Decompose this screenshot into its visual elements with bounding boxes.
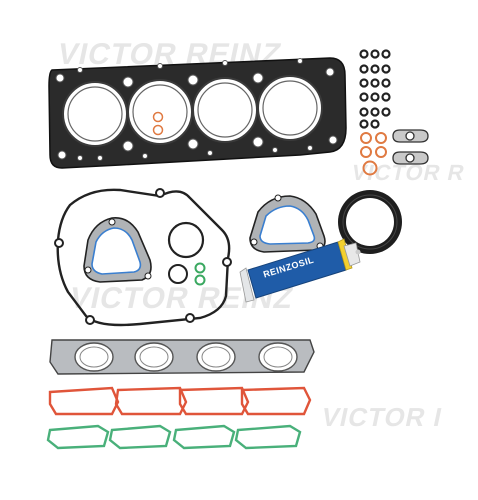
o-rings-middle [167, 221, 206, 286]
intake-gasket-green [46, 424, 302, 450]
intake-gasket-orange [48, 386, 312, 416]
small-o-ring-set [359, 49, 391, 129]
turbo-flange-gaskets [392, 129, 429, 165]
water-pump-gasket [249, 194, 326, 253]
vacuum-pump-gasket [83, 216, 152, 283]
sealant-tube [239, 238, 361, 303]
timing-cover-gasket [54, 188, 232, 327]
copper-sealing-rings [360, 132, 387, 176]
crankshaft-seal [338, 190, 402, 254]
exhaust-manifold-gasket [49, 339, 315, 375]
cylinder-head-gasket [48, 57, 347, 169]
